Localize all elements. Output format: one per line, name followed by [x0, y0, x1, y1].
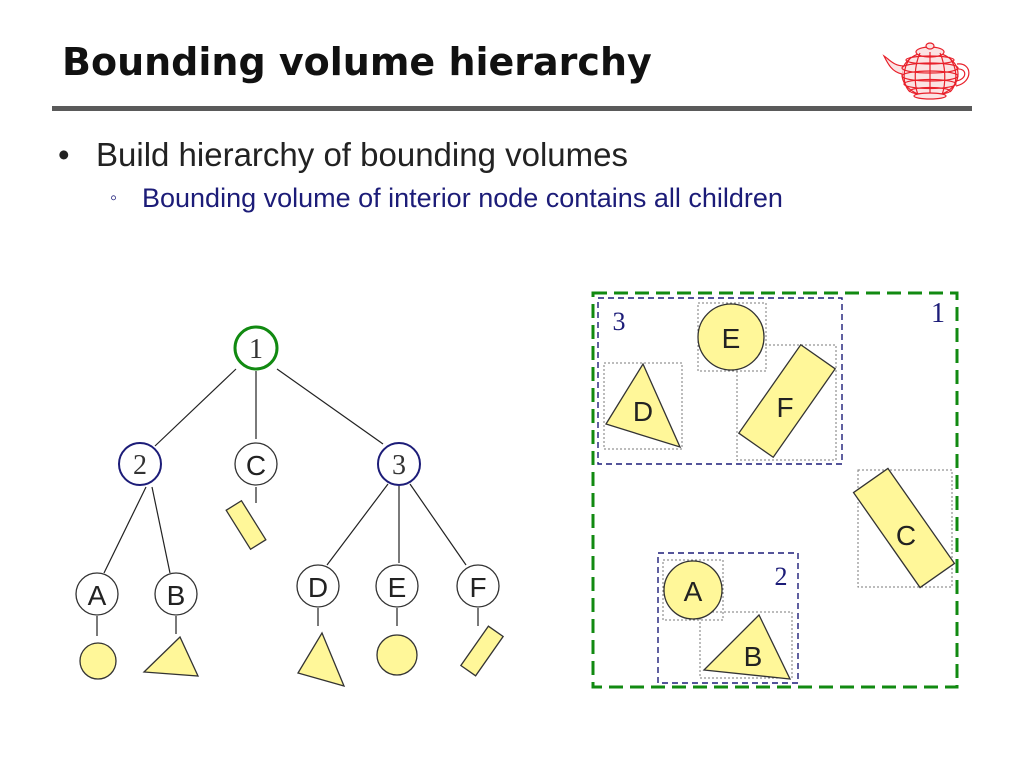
tree-leaf-f: F: [456, 564, 500, 608]
object-label-c: C: [896, 520, 916, 551]
tree-leaf-e: E: [375, 564, 419, 608]
tree-leaf-label: C: [246, 450, 266, 481]
object-label-f: F: [776, 392, 793, 423]
object-b-triangle: [702, 613, 792, 680]
object-d-triangle: [605, 362, 682, 449]
object-box-d: [603, 362, 683, 450]
object-box-a: [662, 559, 724, 621]
tree-edge: [103, 486, 147, 574]
volume-label-2: 2: [775, 562, 788, 591]
leaf-shape-c-rectangle: [225, 499, 267, 551]
bounding-volume-2: [657, 552, 799, 684]
sub-bullet-text: Bounding volume of interior node contain…: [142, 183, 783, 213]
bullet-list: • Build hierarchy of bounding volumes ◦ …: [56, 132, 996, 218]
object-e-circle: [697, 303, 765, 371]
tree-edge: [409, 483, 467, 566]
slide-title: Bounding volume hierarchy: [62, 40, 652, 84]
bounding-volume-1: [591, 291, 959, 689]
object-box-f: [736, 344, 837, 461]
bullet-glyph: •: [58, 136, 70, 173]
tree-node-3: 3: [377, 442, 421, 486]
object-label-e: E: [722, 323, 741, 354]
bounding-volume-3: [597, 297, 843, 465]
tree-edge: [154, 368, 237, 447]
tree-leaf-label: E: [388, 572, 407, 603]
tree-leaf-c: C: [234, 442, 278, 486]
title-underline: [52, 106, 972, 111]
leaf-shape-d-triangle: [297, 631, 346, 687]
hierarchy-tree: 1 2 3 C A B: [75, 325, 505, 687]
tree-node-label: 3: [392, 450, 406, 481]
object-f-rectangle: [737, 343, 837, 459]
tree-leaf-label: A: [88, 580, 107, 611]
tree-node-1: 1: [233, 325, 279, 371]
object-label-d: D: [633, 396, 653, 427]
volume-label-1: 1: [931, 298, 945, 329]
tree-node-2: 2: [118, 442, 162, 486]
object-a-circle: [663, 560, 723, 620]
leaf-shape-a-circle: [79, 642, 117, 680]
teapot-icon: [882, 42, 970, 100]
sub-bullet-glyph: ◦: [110, 187, 118, 209]
spatial-view: 1 3 2: [591, 291, 959, 689]
tree-edges: [96, 368, 479, 636]
tree-leaf-label: B: [167, 580, 186, 611]
tree-node-label: 2: [133, 450, 147, 481]
tree-leaf-label: F: [469, 572, 486, 603]
bullet-item: • Build hierarchy of bounding volumes: [56, 132, 996, 178]
leaf-shape-b-triangle: [142, 635, 200, 677]
leaf-shape-e-circle: [376, 634, 418, 676]
tree-leaf-a: A: [75, 572, 119, 616]
bullet-text: Build hierarchy of bounding volumes: [96, 136, 628, 173]
tree-edge: [276, 368, 384, 445]
leaf-shape-f-rectangle: [459, 625, 505, 677]
object-box-b: [699, 611, 793, 679]
tree-node-label: 1: [249, 334, 263, 365]
tree-leaf-d: D: [296, 564, 340, 608]
tree-leaf-label: D: [308, 572, 328, 603]
object-label-a: A: [684, 576, 703, 607]
tree-leaf-b: B: [154, 572, 198, 616]
sub-bullet-item: ◦ Bounding volume of interior node conta…: [56, 178, 996, 218]
object-box-c: [857, 469, 953, 588]
object-label-b: B: [744, 641, 763, 672]
tree-edge: [326, 483, 389, 566]
volume-label-3: 3: [613, 307, 626, 336]
object-c-rectangle: [852, 467, 956, 589]
tree-edge: [151, 486, 171, 574]
